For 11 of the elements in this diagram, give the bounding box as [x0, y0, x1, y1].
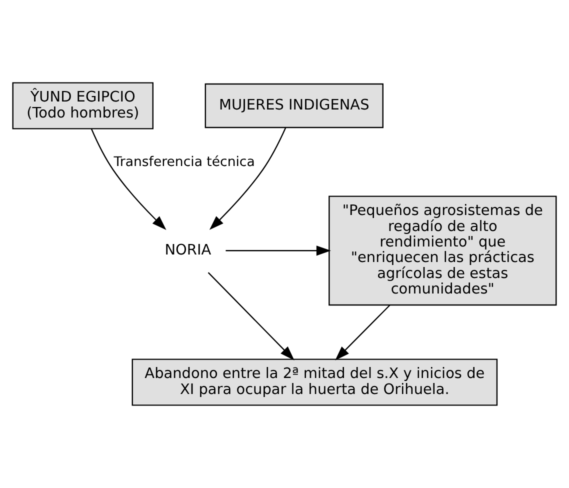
arrow — [209, 127, 286, 230]
edge-label: Transferencia técnica — [114, 154, 255, 170]
arrow — [335, 304, 390, 360]
node-box: ŶUND EGIPCIO (Todo hombres) — [12, 82, 154, 130]
node-box: MUJERES INDIGENAS — [204, 83, 384, 128]
arrow — [226, 246, 331, 256]
arrow — [90, 128, 166, 230]
node-box: "Pequeños agrosistemas de regadío de alto rendimiento" que "enriquecen las prácticas agrícolas de estas comunidades" — [328, 196, 557, 306]
arrow — [208, 272, 294, 360]
node-text: NORIA — [164, 242, 212, 258]
node-box: Abandono entre la 2ª mitad del s.X y inicios de XI para ocupar la huerta de Orihuela. — [132, 358, 498, 406]
